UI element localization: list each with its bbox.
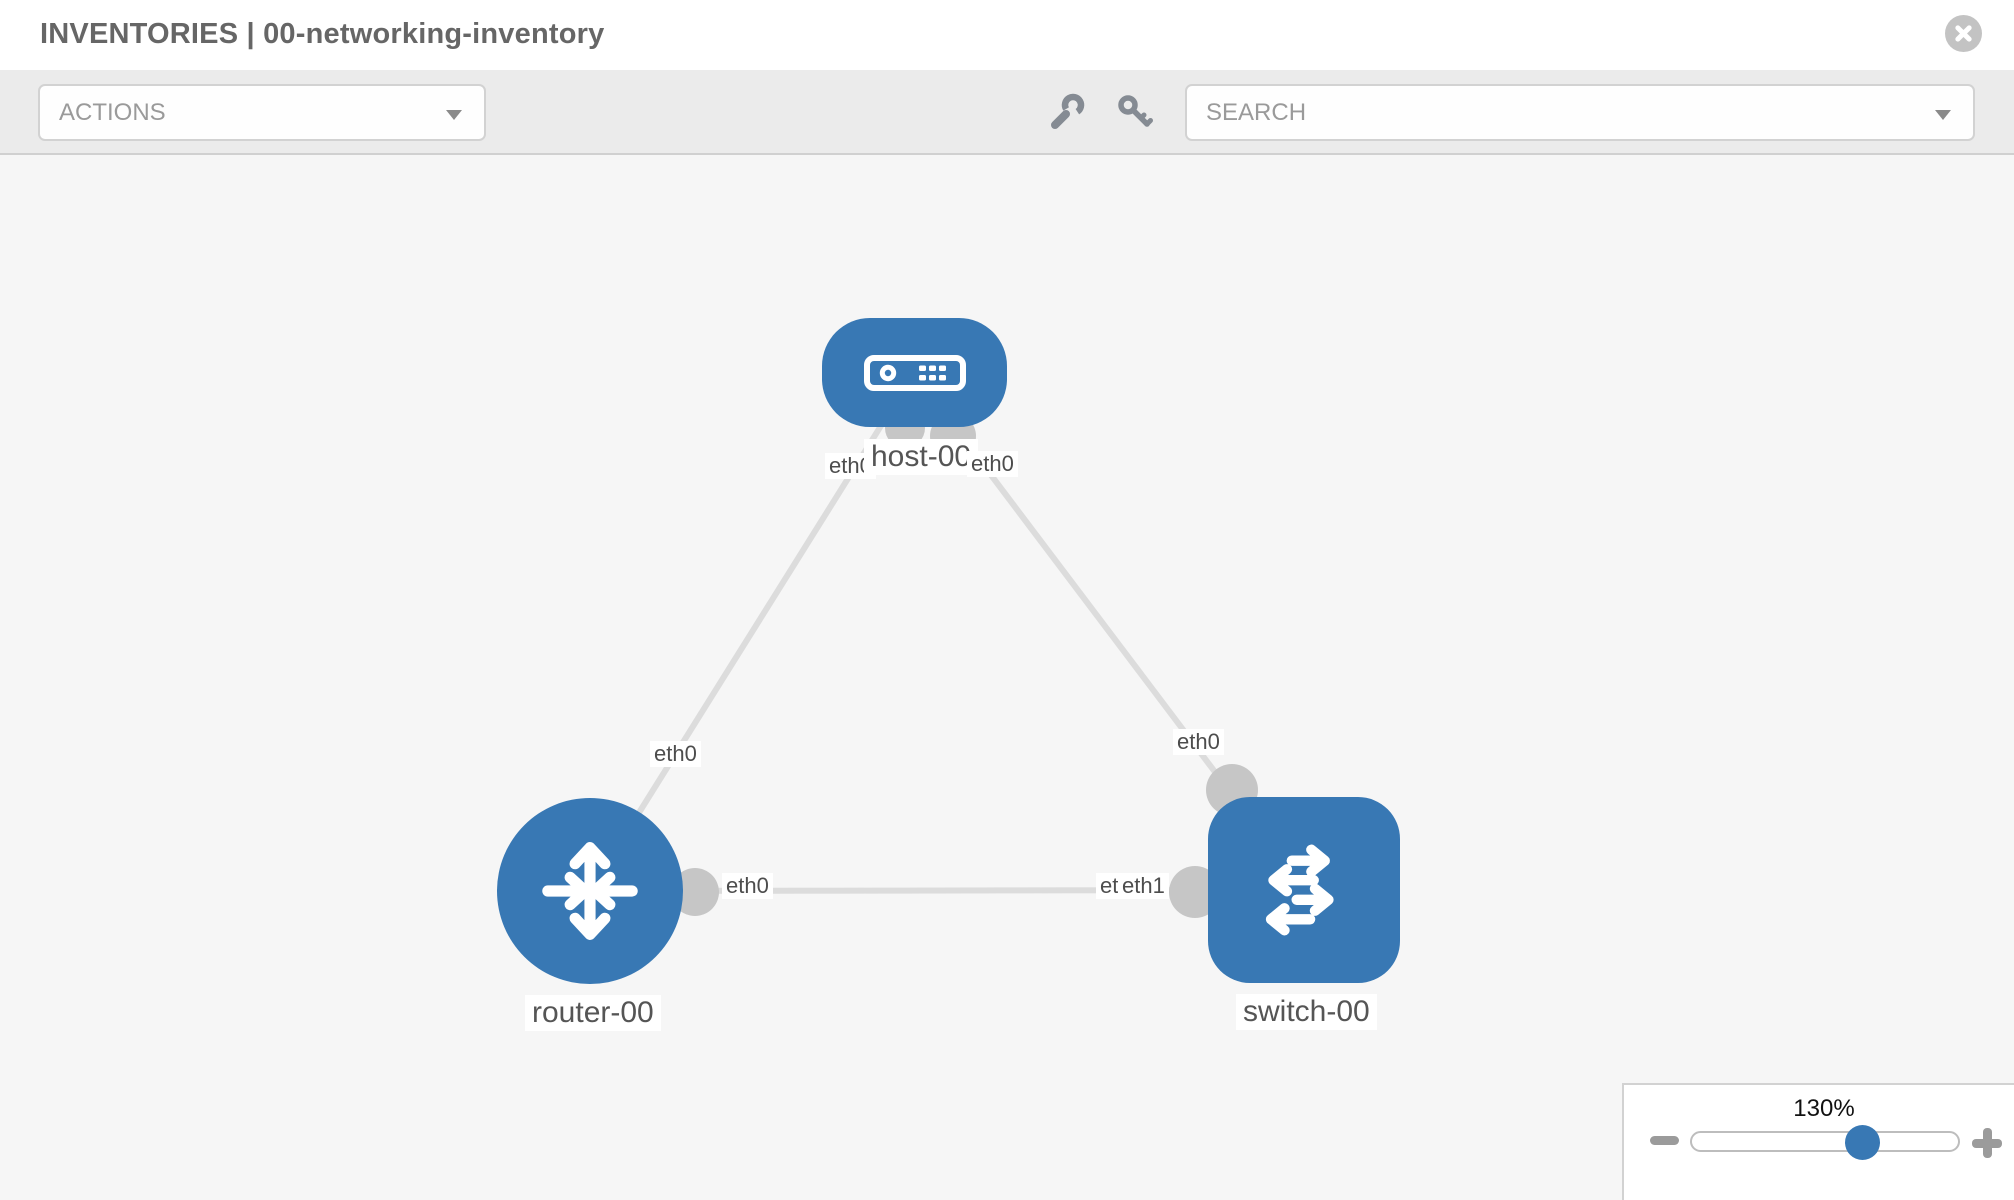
- interface-label: eth0: [1173, 729, 1224, 755]
- zoom-level: 130%: [1793, 1095, 1855, 1122]
- server-icon: [863, 354, 966, 391]
- router-arrows-icon: [542, 842, 638, 940]
- chevron-down-icon: [446, 110, 462, 120]
- interface-label: eth0: [650, 741, 701, 767]
- search-dropdown[interactable]: SEARCH: [1185, 84, 1975, 141]
- interface-label: eth0: [967, 451, 1018, 477]
- search-dropdown-label: SEARCH: [1206, 99, 1307, 126]
- interface-label: eth0: [722, 873, 773, 899]
- wrench-icon[interactable]: [1047, 92, 1087, 132]
- toolbar: ACTIONS SEARCH: [0, 70, 2014, 155]
- node-switch-00[interactable]: [1208, 797, 1400, 983]
- minus-icon[interactable]: [1650, 1136, 1679, 1145]
- zoom-panel: 130%: [1622, 1083, 2014, 1200]
- page-title: INVENTORIES | 00-networking-inventory: [40, 18, 605, 50]
- node-label-router: router-00: [525, 995, 661, 1031]
- node-router-00[interactable]: [497, 798, 683, 984]
- connector-router-right: [671, 868, 719, 916]
- zoom-slider[interactable]: [1690, 1131, 1960, 1152]
- close-icon[interactable]: [1945, 15, 1982, 52]
- chevron-down-icon: [1935, 110, 1951, 120]
- actions-dropdown[interactable]: ACTIONS: [38, 84, 486, 141]
- node-label-host: host-00: [864, 439, 979, 475]
- node-label-switch: switch-00: [1236, 994, 1377, 1030]
- key-icon[interactable]: [1115, 92, 1155, 132]
- plus-icon[interactable]: [1972, 1128, 2002, 1158]
- header: INVENTORIES | 00-networking-inventory: [0, 0, 2014, 72]
- interface-label: eth1: [1118, 873, 1169, 899]
- zoom-slider-thumb[interactable]: [1845, 1125, 1880, 1160]
- node-host-00[interactable]: [822, 318, 1007, 427]
- actions-dropdown-label: ACTIONS: [59, 99, 166, 126]
- switch-arrows-icon: [1265, 844, 1334, 936]
- topology-canvas[interactable]: eth0 host-00 eth0 eth0 eth0 eth0 eth0 et…: [0, 155, 2014, 1200]
- topology-edges: [587, 371, 1307, 918]
- interface-connectors: [671, 408, 1258, 918]
